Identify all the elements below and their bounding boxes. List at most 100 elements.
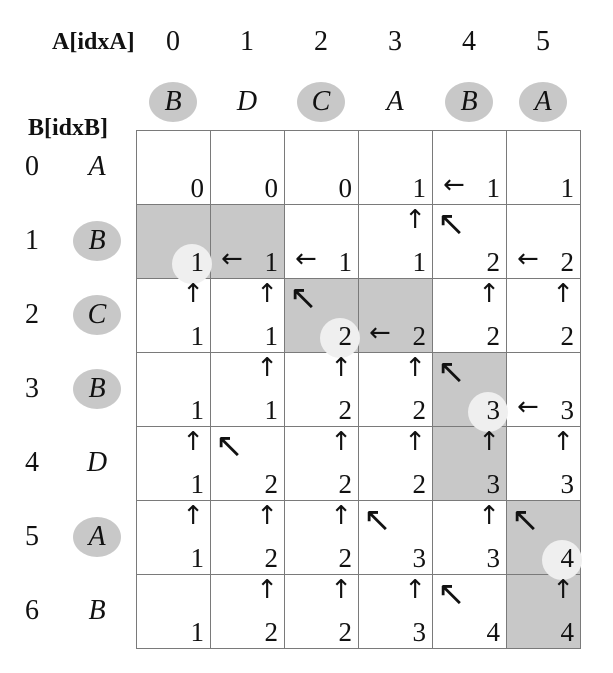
b-char-highlight-3 — [73, 369, 121, 410]
a-char-3: A — [386, 86, 404, 117]
cell-4-0: ↑1 — [136, 426, 211, 502]
up-arrow-icon: ↑ — [404, 205, 426, 235]
cell-value: 2 — [412, 395, 427, 426]
left-arrow-icon: ← — [517, 244, 539, 275]
cell-1-4: ↖2 — [432, 204, 507, 280]
cell-0-2: 0 — [284, 130, 359, 206]
cell-2-3: ←2 — [358, 278, 433, 354]
left-arrow-icon: ← — [369, 318, 391, 349]
cell-value: 3 — [412, 617, 427, 648]
cell-5-3: ↖3 — [358, 500, 433, 576]
cell-value: 0 — [338, 173, 353, 204]
cell-value: 2 — [412, 321, 427, 352]
cell-5-2: ↑2 — [284, 500, 359, 576]
cell-value: 0 — [264, 173, 279, 204]
cell-value: 1 — [412, 173, 427, 204]
b-index-2: 2 — [25, 299, 39, 331]
a-index-2: 2 — [314, 26, 328, 57]
b-index-4: 4 — [25, 447, 39, 479]
cell-value: 3 — [560, 469, 575, 500]
cell-3-1: ↑1 — [210, 352, 285, 428]
cell-0-1: 0 — [210, 130, 285, 206]
b-char-highlight-2 — [73, 295, 121, 336]
cell-value: 1 — [190, 321, 205, 352]
a-index-0: 0 — [166, 26, 180, 57]
a-axis-label: A[idxA] — [52, 29, 135, 55]
cell-value: 4 — [560, 617, 575, 648]
a-char-5: A — [534, 86, 552, 117]
left-arrow-icon: ← — [443, 170, 465, 201]
cell-1-5: ←2 — [506, 204, 581, 280]
cell-value: 1 — [560, 173, 575, 204]
cell-6-3: ↑3 — [358, 574, 433, 650]
cell-2-2: ↖2 — [284, 278, 360, 359]
cell-value: 1 — [264, 321, 279, 352]
cell-5-4: ↑3 — [432, 500, 507, 576]
cell-value: 1 — [412, 247, 427, 278]
up-arrow-icon: ↑ — [330, 427, 352, 457]
path-highlight — [468, 392, 508, 433]
cell-value: 2 — [560, 321, 575, 352]
cell-0-5: 1 — [506, 130, 581, 206]
b-char-2: C — [87, 299, 107, 331]
up-arrow-icon: ↑ — [330, 575, 352, 605]
cell-2-0: ↑1 — [136, 278, 211, 354]
cell-value: 2 — [338, 469, 353, 500]
a-char-highlight-5 — [519, 82, 567, 122]
up-arrow-icon: ↑ — [182, 427, 204, 457]
a-index-3: 3 — [388, 26, 402, 57]
b-axis-label: B[idxB] — [28, 115, 109, 141]
up-arrow-icon: ↑ — [552, 427, 574, 457]
b-index-5: 5 — [25, 521, 39, 553]
path-highlight — [542, 540, 582, 581]
up-arrow-icon: ↑ — [404, 427, 426, 457]
up-arrow-icon: ↑ — [330, 353, 352, 383]
cell-1-0: 1 — [136, 204, 212, 285]
a-index-5: 5 — [536, 26, 550, 57]
up-arrow-icon: ↑ — [478, 501, 500, 531]
up-arrow-icon: ↑ — [330, 501, 352, 531]
cell-4-3: ↑2 — [358, 426, 433, 502]
a-index-1: 1 — [240, 26, 254, 57]
b-char-6: B — [88, 595, 106, 627]
cell-value: 3 — [486, 469, 501, 500]
b-char-highlight-5 — [73, 517, 121, 558]
cell-value: 2 — [412, 469, 427, 500]
a-char-1: D — [236, 86, 258, 117]
cell-value: 1 — [264, 395, 279, 426]
cell-2-4: ↑2 — [432, 278, 507, 354]
b-index-3: 3 — [25, 373, 39, 405]
diag-arrow-icon: ↖ — [363, 500, 392, 540]
cell-value: 2 — [338, 321, 353, 352]
b-char-4: D — [86, 447, 108, 479]
cell-value: 2 — [338, 617, 353, 648]
cell-value: 3 — [486, 395, 501, 426]
up-arrow-icon: ↑ — [552, 279, 574, 309]
cell-5-5: ↖4 — [506, 500, 582, 581]
cell-value: 1 — [190, 247, 205, 278]
cell-6-5: ↑4 — [506, 574, 581, 650]
cell-6-0: 1 — [136, 574, 211, 650]
diag-arrow-icon: ↖ — [437, 352, 466, 392]
cell-4-5: ↑3 — [506, 426, 581, 502]
up-arrow-icon: ↑ — [182, 279, 204, 309]
diag-arrow-icon: ↖ — [511, 500, 540, 540]
cell-0-3: 1 — [358, 130, 433, 206]
cell-value: 2 — [338, 395, 353, 426]
path-highlight — [172, 244, 212, 285]
cell-3-5: ←3 — [506, 352, 581, 428]
cell-value: 1 — [190, 543, 205, 574]
diag-arrow-icon: ↖ — [289, 278, 318, 318]
a-char-highlight-2 — [297, 82, 345, 122]
b-char-3: B — [88, 373, 106, 405]
cell-value: 2 — [338, 543, 353, 574]
a-char-highlight-4 — [445, 82, 493, 122]
cell-1-1: ←1 — [210, 204, 285, 280]
cell-2-1: ↑1 — [210, 278, 285, 354]
up-arrow-icon: ↑ — [256, 279, 278, 309]
cell-3-4: ↖3 — [432, 352, 508, 433]
a-char-4: B — [460, 86, 478, 117]
cell-value: 1 — [486, 173, 501, 204]
b-index-1: 1 — [25, 225, 39, 257]
up-arrow-icon: ↑ — [256, 575, 278, 605]
